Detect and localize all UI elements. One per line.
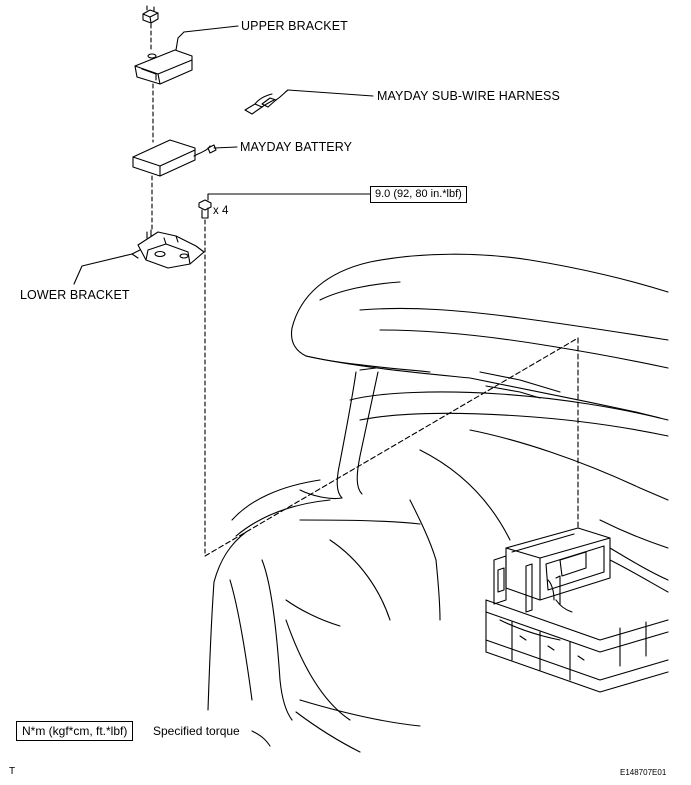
vehicle-body [207,253,669,753]
upper-bracket-part [134,31,193,85]
torque-spec-box: 9.0 (92, 80 in.*lbf) [370,186,467,203]
figure-id: E148707E01 [620,768,667,777]
lower-bracket-leader [73,253,133,285]
torque-unit-legend-text: Specified torque [153,724,240,738]
bolt-part [198,199,212,219]
mayday-battery-part [132,139,217,177]
footer-left-mark: T [9,766,16,777]
nut-part [142,5,159,24]
bolt-quantity: x 4 [213,205,229,217]
lower-bracket-part [131,229,205,269]
battery-label: MAYDAY BATTERY [240,140,353,154]
sub-wire-harness-leader [287,89,374,97]
torque-unit-legend-box: N*m (kgf*cm, ft.*lbf) [16,721,134,741]
installed-battery-assembly [485,527,669,693]
lower-bracket-label: LOWER BRACKET [20,288,130,302]
legend-leader [251,730,271,747]
sub-wire-harness-part [244,89,289,115]
sub-wire-harness-label: MAYDAY SUB-WIRE HARNESS [377,89,560,103]
upper-bracket-label: UPPER BRACKET [241,19,348,33]
upper-bracket-leader [183,25,239,33]
battery-leader [213,146,238,149]
torque-leader [207,193,371,201]
